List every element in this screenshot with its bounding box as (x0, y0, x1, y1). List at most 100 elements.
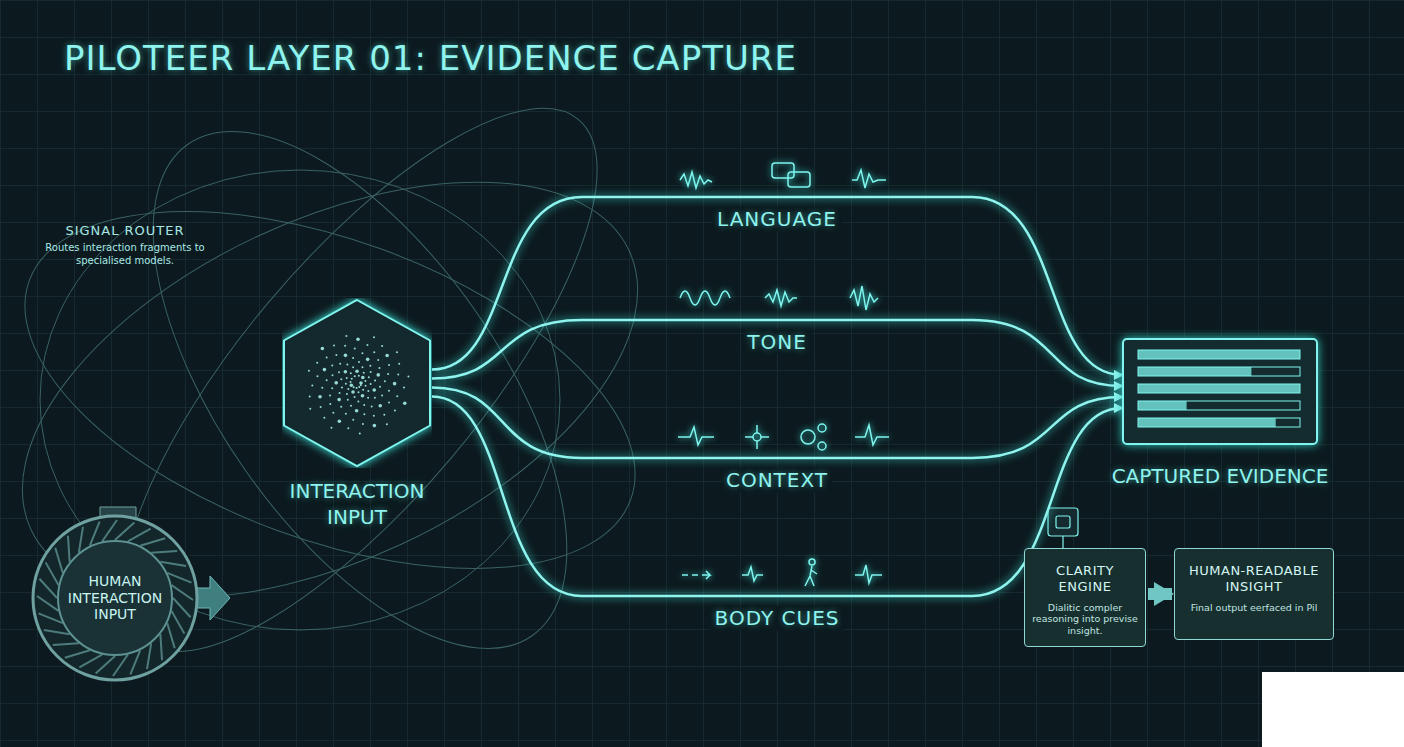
spiral-dot (373, 415, 375, 417)
evidence-bars (1124, 340, 1316, 443)
spiral-dot (354, 348, 356, 350)
spiral-dot (360, 384, 362, 386)
node-label: CAPTURED EVIDENCE (1110, 463, 1330, 489)
evidence-bar-frame (1138, 367, 1300, 376)
router-label: SIGNAL ROUTER (40, 223, 210, 239)
turbine-fin (68, 536, 70, 562)
spiral-dot (381, 395, 383, 397)
spiral-dot (363, 413, 365, 415)
spiral-dot (321, 347, 325, 351)
spiral-dot (318, 395, 322, 399)
turbine-fin (53, 643, 79, 645)
spiral-dot (403, 401, 407, 405)
spiral-dot (388, 364, 390, 366)
spiral-dot (378, 404, 382, 408)
spiral-dot (350, 405, 352, 407)
hexagon-outline (284, 300, 430, 466)
spiral-dot (373, 351, 375, 353)
node-heading: HUMAN-READABLE INSIGHT (1181, 563, 1327, 596)
spiral-dot (320, 406, 322, 408)
spiral-dot (383, 414, 385, 416)
spiral-dot (344, 370, 348, 374)
spiral-dot (379, 386, 381, 388)
spiral-dot (407, 376, 409, 378)
spiral-dot (350, 372, 352, 374)
spiral-dot (362, 423, 364, 425)
spiral-dot (352, 366, 354, 368)
turbine-fin (151, 551, 177, 553)
router-connector-piece (1048, 508, 1078, 548)
spiral-dot (372, 388, 376, 392)
spiral-dot (357, 401, 359, 403)
spiral-dot (345, 335, 347, 337)
spiral-dot (346, 393, 348, 395)
spiral-dot (331, 364, 333, 366)
turbine-fin (79, 655, 102, 668)
spiral-dot (398, 363, 400, 365)
router-note: Routes interaction fragments to speciali… (40, 242, 210, 267)
evidence-bar-fill (1138, 384, 1300, 393)
channel-connector (432, 397, 1122, 597)
spiral-dot (350, 381, 352, 383)
turbine-ring (33, 516, 197, 680)
spiral-dot (309, 408, 311, 410)
channel-signal-icons (678, 163, 889, 586)
spiral-dot (381, 345, 383, 347)
spiral-dot (368, 376, 370, 378)
turbine-fin (113, 655, 128, 676)
turbine-fin (37, 596, 58, 611)
hexagon-shape (282, 298, 432, 468)
spiral-dot (329, 403, 331, 405)
spiral-dot (359, 432, 361, 434)
turbine-fin (115, 522, 134, 540)
spiral-dot (353, 386, 355, 388)
spiral-dot (335, 354, 337, 356)
spiral-dot (332, 412, 334, 414)
node-label: INTERACTION INPUT (262, 478, 452, 530)
spiral-dot (366, 358, 370, 362)
spiral-dot (396, 351, 398, 353)
spiral-dot (323, 417, 325, 419)
spiral-dot (317, 375, 319, 377)
evidence-node: CAPTURED EVIDENCE (1110, 338, 1330, 489)
turbine-fin (173, 598, 191, 617)
spiral-dot (385, 354, 389, 358)
spiral-dot (347, 388, 349, 390)
circle-node: HUMAN INTERACTION INPUT (35, 518, 195, 678)
turbine-fin (160, 562, 186, 566)
turbine-fin (44, 630, 70, 634)
turbine-fin (172, 611, 185, 634)
hex-node: INTERACTION INPUT (282, 298, 432, 530)
evidence-bar-frame (1138, 401, 1300, 410)
spiral-dot (370, 371, 372, 373)
channel-connector (432, 197, 1122, 375)
spiral-dot (373, 336, 375, 338)
spiral-dot (384, 380, 386, 382)
spiral-dot (355, 409, 359, 413)
spiral-dot (347, 427, 349, 429)
turbine-fin (102, 520, 117, 541)
spiral-dot (394, 409, 396, 411)
turbine-fin (96, 656, 115, 674)
spiral-dot (309, 395, 311, 397)
spiral-dot (346, 377, 348, 379)
spiral-dot (362, 389, 364, 391)
spiral-dot (308, 370, 310, 372)
spiral-dot (361, 352, 363, 354)
channel-label: BODY CUES (711, 606, 844, 630)
spiral-dot (340, 406, 342, 408)
turbine-fin (46, 562, 59, 585)
circle-inner: HUMAN INTERACTION INPUT (57, 540, 173, 656)
spiral-dot (370, 383, 372, 385)
spiral-dot (339, 363, 341, 365)
spiral-dot (358, 361, 360, 363)
spiral-dot (363, 404, 365, 406)
spiral-dot (337, 398, 341, 402)
diagram-title: PILOTEER LAYER 01: EVIDENCE CAPTURE (64, 38, 797, 78)
node-body: Final output eerfaced in Pil (1181, 602, 1327, 614)
spiral-dot (351, 390, 355, 394)
spiral-dot (355, 369, 359, 373)
spiral-dot (358, 375, 360, 377)
channel-connector (432, 320, 1122, 386)
